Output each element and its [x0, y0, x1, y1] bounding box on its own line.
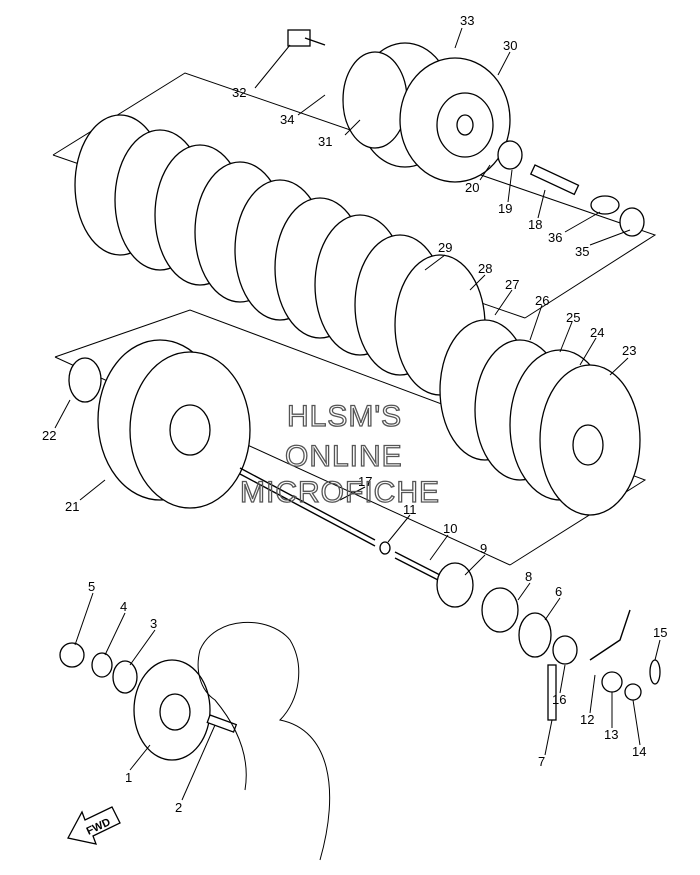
- callout-4: 4: [120, 599, 127, 614]
- callout-18: 18: [528, 217, 542, 232]
- callout-labels: 1 2 3 4 5 6 7 8 9 10 11 12 13 14 15 16 1…: [42, 13, 667, 815]
- callout-15: 15: [653, 625, 667, 640]
- callout-19: 19: [498, 201, 512, 216]
- callout-12: 12: [580, 712, 594, 727]
- watermark-line-2: ONLINE: [285, 440, 403, 473]
- callout-14: 14: [632, 744, 646, 759]
- push-rods: [239, 467, 441, 582]
- callout-21: 21: [65, 499, 79, 514]
- callout-31: 31: [318, 134, 332, 149]
- callout-16: 16: [552, 692, 566, 707]
- callout-34: 34: [280, 112, 294, 127]
- watermark-line-1: HLSM'S: [287, 400, 402, 433]
- callout-36: 36: [548, 230, 562, 245]
- callout-17: 17: [358, 474, 372, 489]
- callout-25: 25: [566, 310, 580, 325]
- callout-2: 2: [175, 800, 182, 815]
- callout-32: 32: [232, 85, 246, 100]
- forward-direction-arrow: FWD: [67, 806, 121, 845]
- callout-8: 8: [525, 569, 532, 584]
- clutch-housing: [68, 339, 251, 509]
- callout-23: 23: [622, 343, 636, 358]
- clutch-plate-stack: [74, 114, 486, 396]
- callout-29: 29: [438, 240, 452, 255]
- callout-27: 27: [505, 277, 519, 292]
- callout-1: 1: [125, 770, 132, 785]
- callout-3: 3: [150, 616, 157, 631]
- callout-20: 20: [465, 180, 479, 195]
- callout-9: 9: [480, 541, 487, 556]
- leader-lines: [54, 27, 661, 801]
- callout-30: 30: [503, 38, 517, 53]
- callout-13: 13: [604, 727, 618, 742]
- clutch-boss-assembly: [439, 319, 641, 516]
- callout-5: 5: [88, 579, 95, 594]
- callout-22: 22: [42, 428, 56, 443]
- pressure-plate-assembly: [287, 29, 645, 237]
- callout-33: 33: [460, 13, 474, 28]
- callout-26: 26: [535, 293, 549, 308]
- callout-11: 11: [403, 502, 417, 517]
- watermark-line-3: MICROFICHE: [240, 476, 440, 509]
- watermark: HLSM'S ONLINE MICROFICHE: [239, 399, 440, 509]
- crankcase-outline: [197, 621, 331, 861]
- callout-35: 35: [575, 244, 589, 259]
- callout-28: 28: [478, 261, 492, 276]
- callout-10: 10: [443, 521, 457, 536]
- lower-components: [59, 562, 661, 761]
- callout-24: 24: [590, 325, 604, 340]
- callout-6: 6: [555, 584, 562, 599]
- callout-7: 7: [538, 754, 545, 769]
